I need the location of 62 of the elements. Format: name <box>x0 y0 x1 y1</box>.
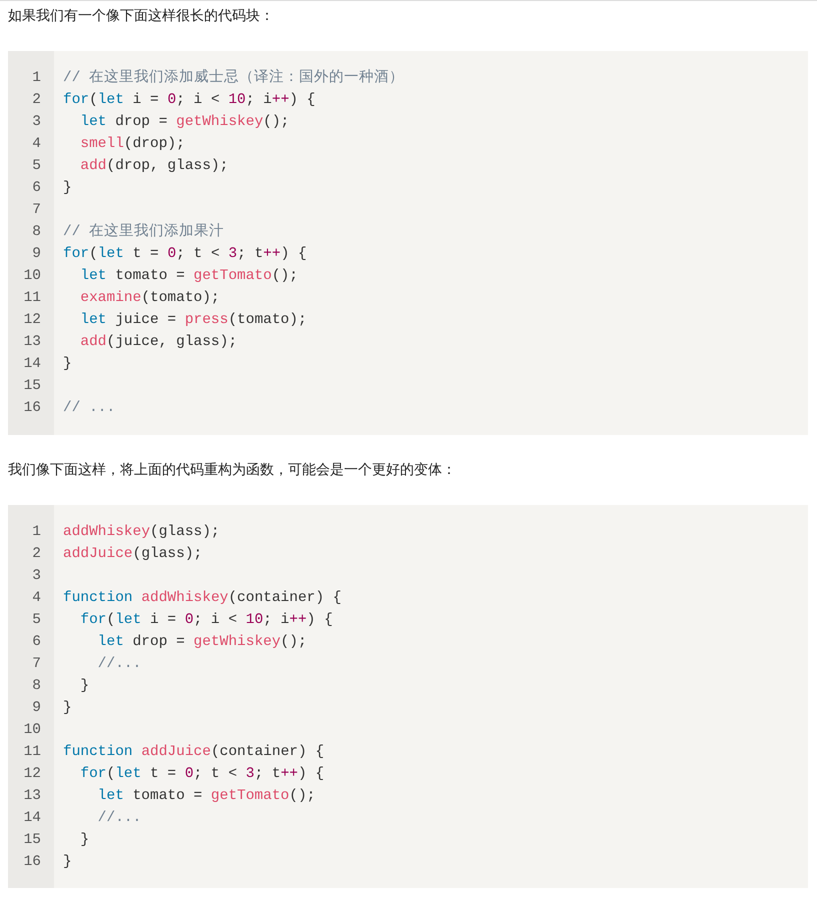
line-number: 10 <box>22 721 41 740</box>
line-number: 16 <box>22 853 41 872</box>
line-number: 7 <box>31 201 41 220</box>
line-number: 4 <box>31 589 41 608</box>
line-number: 2 <box>31 91 41 110</box>
line-number: 14 <box>22 809 41 828</box>
code-line: //... <box>98 809 142 828</box>
code-line: smell(drop); <box>80 135 185 154</box>
line-number: 2 <box>31 545 41 564</box>
code-line: for(let t = 0; t < 3; t++) { <box>63 245 307 264</box>
code-line: function addJuice(container) { <box>63 743 324 762</box>
code-line: } <box>63 853 72 872</box>
code-line: } <box>80 677 90 696</box>
code-line: let tomato = getTomato(); <box>80 267 298 286</box>
line-number: 13 <box>22 787 41 806</box>
paragraph: 我们像下面这样，将上面的代码重构为函数，可能会是一个更好的变体： <box>8 461 456 480</box>
line-number: 15 <box>22 377 41 396</box>
line-number: 13 <box>22 333 41 352</box>
code-line: let juice = press(tomato); <box>80 311 307 330</box>
line-number: 12 <box>22 765 41 784</box>
line-number: 15 <box>22 831 41 850</box>
code-line: add(drop, glass); <box>80 157 228 176</box>
line-number: 8 <box>31 677 41 696</box>
code-line: //... <box>98 655 142 674</box>
code-line: } <box>80 831 90 850</box>
code-line: let drop = getWhiskey(); <box>98 633 307 652</box>
code-line: add(juice, glass); <box>80 333 238 352</box>
line-number: 9 <box>31 699 41 718</box>
code-line: for(let i = 0; i < 10; i++) { <box>80 611 333 630</box>
code-line: } <box>63 699 72 718</box>
line-number: 16 <box>22 399 41 418</box>
line-number: 6 <box>31 179 41 198</box>
line-number: 3 <box>31 567 41 586</box>
code-line: } <box>63 355 72 374</box>
code-line: examine(tomato); <box>80 289 220 308</box>
line-number: 3 <box>31 113 41 132</box>
line-number: 5 <box>31 611 41 630</box>
line-number: 9 <box>31 245 41 264</box>
line-number: 6 <box>31 633 41 652</box>
line-number: 8 <box>31 223 41 242</box>
code-line: addJuice(glass); <box>63 545 202 564</box>
paragraph: 如果我们有一个像下面这样很长的代码块： <box>8 7 274 26</box>
code-line: addWhiskey(glass); <box>63 523 220 542</box>
line-number: 11 <box>22 743 41 762</box>
code-line: // 在这里我们添加果汁 <box>63 222 224 242</box>
code-line: let tomato = getTomato(); <box>98 787 316 806</box>
code-line: function addWhiskey(container) { <box>63 589 342 608</box>
line-number: 12 <box>22 311 41 330</box>
code-line: // ... <box>63 399 116 418</box>
code-line: } <box>63 179 72 198</box>
line-number: 10 <box>22 267 41 286</box>
code-line: // 在这里我们添加威士忌（译注：国外的一种酒） <box>63 68 404 88</box>
line-number: 11 <box>22 289 41 308</box>
line-number: 1 <box>31 523 41 542</box>
line-number: 7 <box>31 655 41 674</box>
line-number: 14 <box>22 355 41 374</box>
line-number: 1 <box>31 69 41 88</box>
line-number: 4 <box>31 135 41 154</box>
code-line: for(let t = 0; t < 3; t++) { <box>80 765 324 784</box>
code-line: for(let i = 0; i < 10; i++) { <box>63 91 316 110</box>
line-number: 5 <box>31 157 41 176</box>
code-line: let drop = getWhiskey(); <box>80 113 290 132</box>
